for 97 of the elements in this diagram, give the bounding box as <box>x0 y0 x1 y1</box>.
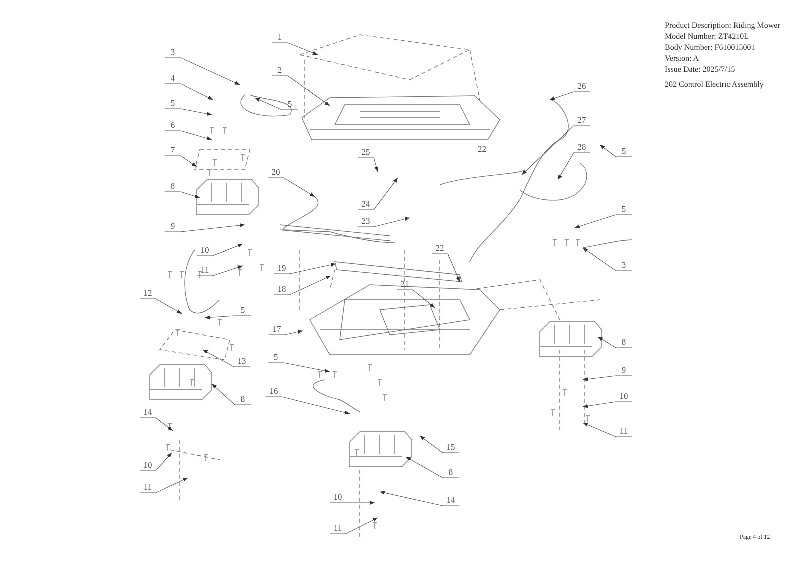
callout-number: 26 <box>574 81 590 91</box>
info-text: Body Number: F610015001 <box>665 43 756 53</box>
callout-number: 5 <box>165 98 181 108</box>
callout-number: 12 <box>140 288 156 298</box>
leader-line <box>274 276 332 296</box>
leader-line <box>550 92 590 100</box>
callout-number: 3 <box>616 260 632 270</box>
leader-line <box>164 108 212 116</box>
callout-number: 15 <box>443 442 459 452</box>
leader-line <box>432 254 460 282</box>
callout-number: 3 <box>165 47 181 57</box>
assembly-title: 202 Control Electric Assembly <box>665 80 764 90</box>
leader-line <box>600 144 632 158</box>
callout-number: 25 <box>358 147 374 157</box>
callout-number: 22 <box>432 243 448 253</box>
leader-line <box>164 192 200 198</box>
leader-line <box>358 217 410 228</box>
leader-line <box>582 402 632 408</box>
callout-number: 21 <box>397 279 413 289</box>
leader-line <box>574 214 632 228</box>
callout-number: 5 <box>235 305 251 315</box>
callout-number: 14 <box>443 495 459 505</box>
leader-line <box>272 76 330 106</box>
callout-number: 4 <box>165 73 181 83</box>
leader-line <box>140 478 188 494</box>
leader-line <box>164 130 212 141</box>
leader-line <box>268 178 316 198</box>
callout-number: 2 <box>272 65 288 75</box>
leader-line <box>380 491 460 506</box>
callout-number: 22 <box>478 144 486 154</box>
leader-line <box>582 376 632 382</box>
leader-line <box>272 42 318 56</box>
info-text: Version: A <box>665 54 699 64</box>
callout-number: 18 <box>274 284 290 294</box>
callout-number: 16 <box>266 386 282 396</box>
callout-number: 8 <box>443 467 459 477</box>
callout-number: 11 <box>616 426 632 436</box>
leader-line <box>164 224 246 232</box>
leader-line <box>358 158 379 172</box>
info-text: Product Description: Riding Mower <box>665 21 780 31</box>
callout-number: 10 <box>330 492 346 502</box>
leader-line <box>204 316 252 320</box>
callout-number: 8 <box>235 394 251 404</box>
callout-number: 8 <box>165 181 181 191</box>
leader-line <box>164 84 214 100</box>
callout-number: 6 <box>165 120 181 130</box>
callout-number: 8 <box>616 337 632 347</box>
callout-number: 13 <box>234 356 250 366</box>
callout-number: 11 <box>140 482 156 492</box>
leader-line <box>396 290 436 308</box>
callout-number: 20 <box>268 167 284 177</box>
leader-line <box>268 330 304 336</box>
callout-number: 10 <box>197 245 213 255</box>
leader-line <box>140 418 174 432</box>
leader-line <box>598 336 632 348</box>
callout-number: 27 <box>574 115 590 125</box>
leader-line <box>164 156 198 168</box>
callout-number: 5 <box>282 99 298 109</box>
callout-number: 1 <box>272 32 288 42</box>
callout-number: 5 <box>268 352 284 362</box>
callout-number: 14 <box>140 407 156 417</box>
callout-number: 7 <box>165 145 181 155</box>
leader-line <box>420 436 460 454</box>
info-text: Issue Date: 2025/7/15 <box>665 65 736 75</box>
leader-line <box>196 244 244 256</box>
callout-number: 9 <box>165 221 181 231</box>
leader-line <box>406 456 460 478</box>
leader-line <box>164 58 240 86</box>
callout-number: 5 <box>616 204 632 214</box>
callout-number: 10 <box>140 460 156 470</box>
callout-number: 17 <box>269 324 285 334</box>
callout-number: 24 <box>358 199 374 209</box>
callout-number: 10 <box>616 391 632 401</box>
leader-line <box>558 152 590 180</box>
leader-line <box>266 396 350 415</box>
info-text: Model Number: ZT4210L <box>665 32 749 42</box>
leader-line <box>522 126 590 176</box>
leader-line <box>196 266 244 276</box>
leader-line <box>212 384 252 406</box>
callout-number: 5 <box>616 146 632 156</box>
leader-line <box>582 248 632 272</box>
callout-number: 23 <box>358 216 374 226</box>
leader-line <box>358 178 398 210</box>
callout-number: 28 <box>574 142 590 152</box>
callout-number: 11 <box>330 523 346 533</box>
callout-number: 9 <box>616 365 632 375</box>
leader-line <box>330 501 376 505</box>
leader-line <box>140 452 172 472</box>
leader-line <box>582 422 632 438</box>
leader-line <box>140 298 182 314</box>
callout-number: 19 <box>274 263 290 273</box>
leader-line <box>274 263 336 274</box>
leader-line <box>254 98 298 110</box>
leader-line <box>330 518 378 534</box>
leader-line <box>202 350 250 368</box>
leader-line <box>268 362 330 373</box>
callout-number: 11 <box>197 265 213 275</box>
